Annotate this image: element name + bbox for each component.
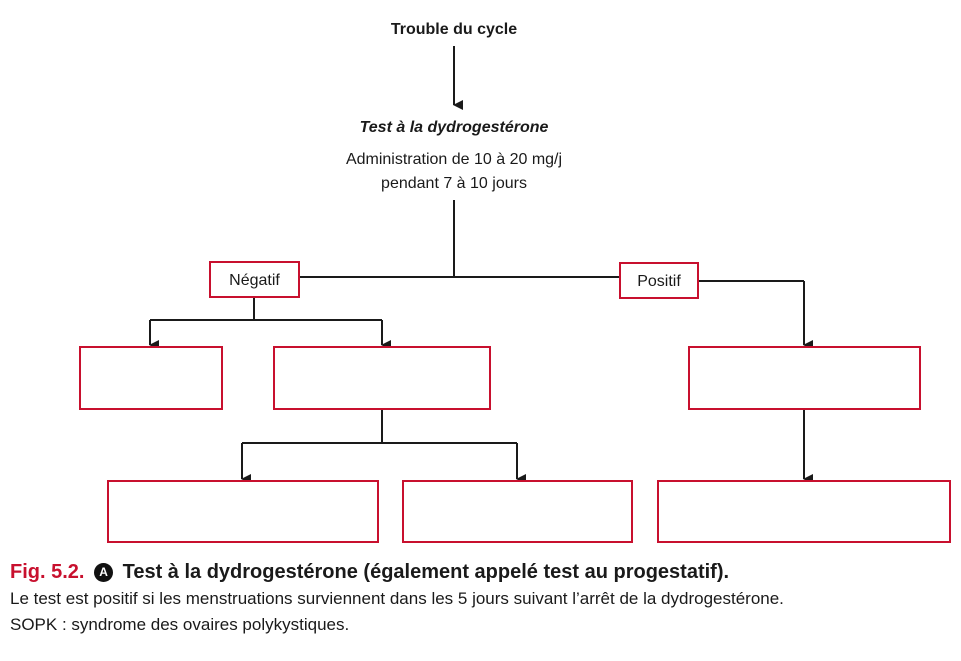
root-label: Trouble du cycle [391, 21, 517, 38]
result-box-bottom-left [107, 480, 379, 543]
result-boxes [79, 346, 951, 543]
caption-heading: Fig. 5.2. A Test à la dydrogestérone (ég… [10, 558, 950, 586]
positive-box [619, 262, 699, 299]
caption-line2: Le test est positif si les menstruations… [10, 589, 784, 608]
level-a-badge-icon: A [94, 563, 114, 582]
test-detail-line2: pendant 7 à 10 jours [381, 175, 527, 192]
result-box-bottom-right [657, 480, 951, 543]
negative-box [209, 261, 300, 298]
caption-line3: SOPK : syndrome des ovaires polykystique… [10, 615, 350, 634]
result-box-negative-left [79, 346, 223, 410]
result-box-negative-middle [273, 346, 491, 410]
test-title: Test à la dydrogestérone [360, 119, 549, 136]
negative-label: Négatif [229, 272, 280, 289]
connectors [149, 46, 813, 484]
positive-label: Positif [637, 273, 681, 290]
figure-caption: Fig. 5.2. A Test à la dydrogestérone (ég… [10, 558, 950, 638]
result-box-positive [688, 346, 921, 410]
negative-node: Négatif [209, 261, 300, 298]
caption-title: Test à la dydrogestérone (également appe… [122, 561, 730, 583]
positive-node: Positif [619, 262, 699, 299]
result-box-bottom-middle [402, 480, 633, 543]
test-detail-line1: Administration de 10 à 20 mg/j [346, 151, 562, 168]
flowchart: Trouble du cycle Test à la dydrogestéron… [79, 21, 951, 543]
caption-label: Fig. 5.2. [10, 561, 85, 583]
